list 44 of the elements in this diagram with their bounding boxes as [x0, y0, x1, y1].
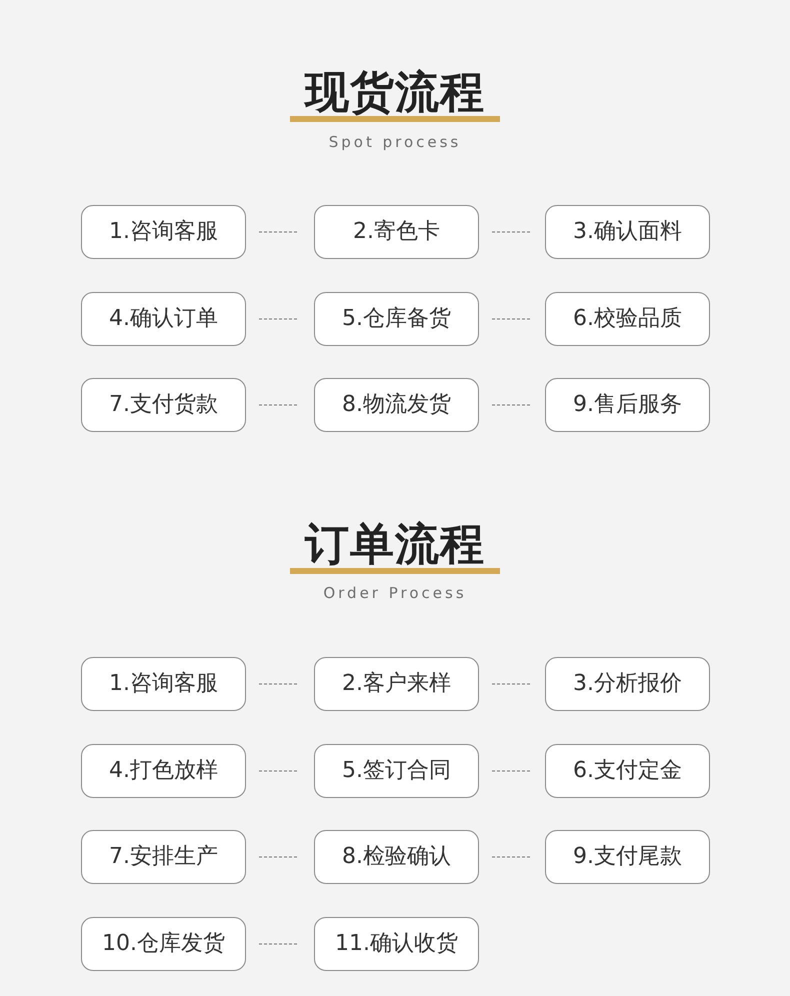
step-box: [545, 830, 710, 884]
step-label: 7.支付货款: [109, 392, 218, 418]
step-box: [81, 205, 246, 259]
step-label: 5.签订合同: [342, 758, 451, 784]
step-box: [314, 292, 479, 346]
step-label: 6.支付定金: [573, 758, 682, 784]
step-label: 5.仓库备货: [342, 306, 451, 332]
step-label: 4.打色放样: [109, 758, 218, 784]
step-box: [545, 378, 710, 432]
step-box: [81, 830, 246, 884]
step-box: [314, 830, 479, 884]
step-label: 1.咨询客服: [109, 218, 218, 246]
step-box: [81, 378, 246, 432]
step-label: 1.咨询客服: [109, 670, 218, 698]
step-box: [314, 205, 479, 259]
step-box: [314, 917, 479, 971]
step-label: 6.校验品质: [573, 306, 682, 332]
step-box: [545, 205, 710, 259]
section-subtitle: Spot process: [328, 133, 462, 151]
step-label: 3.分析报价: [573, 670, 682, 698]
step-label: 11.确认收货: [335, 930, 458, 958]
step-label: 4.确认订单: [109, 306, 218, 332]
step-box: [314, 657, 479, 711]
step-box: [545, 744, 710, 798]
section-subtitle: Order Process: [323, 584, 467, 602]
step-label: 10.仓库发货: [102, 930, 225, 958]
step-label: 2.寄色卡: [353, 218, 440, 246]
step-label: 9.售后服务: [573, 392, 682, 418]
section-heading: 现货流程: [305, 71, 485, 115]
step-label: 3.确认面料: [573, 218, 682, 246]
step-box: [545, 292, 710, 346]
step-label: 8.物流发货: [342, 392, 451, 418]
step-box: [81, 657, 246, 711]
step-label: 7.安排生产: [109, 844, 218, 870]
step-label: 8.检验确认: [342, 844, 451, 870]
step-box: [314, 378, 479, 432]
step-label: 2.客户来样: [342, 670, 451, 698]
step-box: [81, 292, 246, 346]
section-heading: 订单流程: [305, 523, 485, 567]
step-box: [81, 917, 246, 971]
step-box: [314, 744, 479, 798]
step-box: [545, 657, 710, 711]
step-box: [81, 744, 246, 798]
step-label: 9.支付尾款: [573, 844, 682, 870]
